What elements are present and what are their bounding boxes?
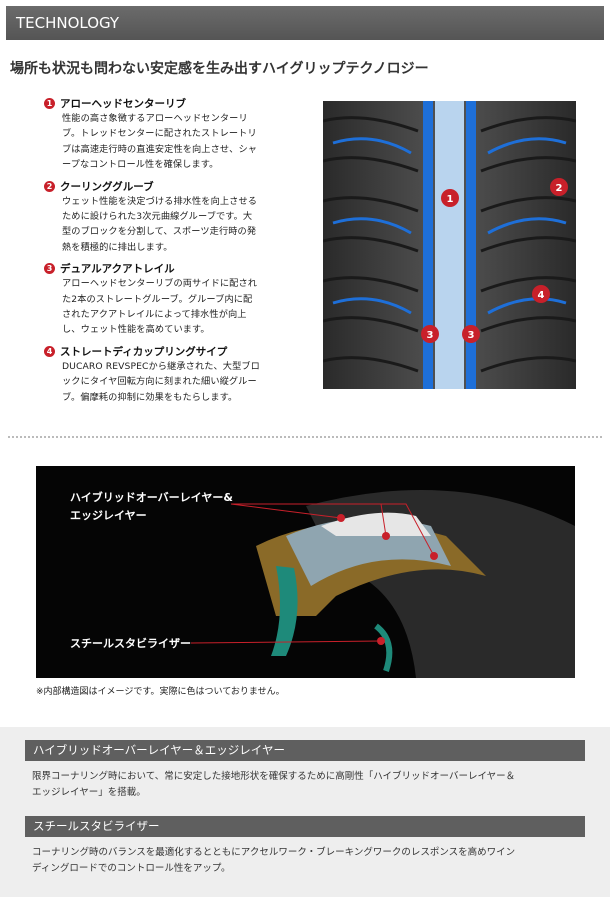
desc-line: ウェット性能を決定づける排水性を向上させる <box>62 195 258 207</box>
feature-title-text: アローヘッドセンターリブ <box>60 98 186 110</box>
feature-description: アローヘッドセンターリブの両サイドに配され た2本のストレートグルーブ。グルーブ… <box>46 276 306 338</box>
feature-title-text: デュアルアクアトレイル <box>60 263 175 276</box>
desc-line: 型のブロックを分割して、スポーツ走行時の発 <box>62 226 257 238</box>
feature-description: 性能の高さ象徴するアローヘッドセンターリ ブ。トレッドセンターに配されたストレー… <box>46 111 306 173</box>
desc-line: ブ。偏摩耗の抑制に効果をもたらします。 <box>62 391 238 403</box>
steel-stabilizer <box>271 566 298 656</box>
label-edge-layer: エッジレイヤー <box>70 509 147 522</box>
desc-line: されたアクアトレイルによって排水性が向上 <box>62 309 247 321</box>
tire-cross-section-image: ハイブリッドオーバーレイヤー& エッジレイヤー スチールスタビライザー <box>36 466 575 678</box>
center-rib <box>435 101 464 389</box>
desc-line: ブ。トレッドセンターに配されたストレートリ <box>62 128 257 140</box>
callout-line <box>380 503 387 537</box>
desc-line: 熱を積極的に排出します。 <box>62 241 173 253</box>
overlay-layer <box>321 512 431 536</box>
bead-area <box>374 623 393 672</box>
desc-line: ックにタイヤ回転方向に刻まれた細い縦グルー <box>62 376 257 388</box>
desc-line: コーナリング時のバランスを最適化するとともにアクセルワーク・ブレーキングワークの… <box>32 847 516 858</box>
tread-blocks <box>323 116 576 373</box>
feature-description: ウェット性能を決定づける排水性を向上させる ために設けられた3次元曲線グルーブで… <box>46 194 306 256</box>
desc-line: ために設けられた3次元曲線グルーブです。大 <box>62 211 253 223</box>
desc-line: ディングロードでのコントロール性をアップ。 <box>32 863 231 874</box>
callout-line <box>190 640 382 644</box>
feature-title: 3 デュアルアクアトレイル <box>44 261 306 276</box>
page-headline: 場所も状況も問わない安定感を生み出すハイグリップテクノロジー <box>10 61 429 77</box>
section-description: 限界コーナリング時において、常に安定した接地形状を確保するために高剛性「ハイブリ… <box>32 769 592 801</box>
section-header-steel-stabilizer: スチールスタビライザー <box>25 816 585 837</box>
number-badge: 3 <box>44 263 55 275</box>
feature-title-text: ストレートディカップリングサイプ <box>60 345 228 358</box>
marker-label: 3 <box>468 330 475 341</box>
straight-groove-right <box>466 101 476 389</box>
number-badge: 2 <box>44 180 55 192</box>
section-description: コーナリング時のバランスを最適化するとともにアクセルワーク・ブレーキングワークの… <box>32 845 592 877</box>
tread-markers: 1 2 4 3 3 <box>421 178 568 343</box>
callout-line <box>231 503 435 557</box>
desc-line: ブは高速走行時の直進安定性を向上させ、シャ <box>62 143 258 155</box>
marker-label: 1 <box>447 194 454 205</box>
desc-line: し、ウェット性能を高めています。 <box>62 324 210 336</box>
marker-label: 3 <box>427 330 434 341</box>
desc-line: 性能の高さ象徴するアローヘッドセンターリ <box>62 113 248 124</box>
number-badge: 1 <box>44 98 55 109</box>
desc-line: 限界コーナリング時において、常に安定した接地形状を確保するために高剛性「ハイブリ… <box>32 771 516 782</box>
feature-item: 4 ストレートディカップリングサイプ DUCARO REVSPECから継承された、… <box>44 344 306 405</box>
desc-line: た2本のストレートグルーブ。グルーブ内に配 <box>62 293 253 305</box>
tread-pattern-image: 1 2 4 3 3 <box>323 101 576 389</box>
desc-line: エッジレイヤー」を搭載。 <box>32 787 146 798</box>
feature-title: 1 アローヘッドセンターリブ <box>44 96 306 111</box>
section-header-technology: TECHNOLOGY <box>6 6 604 40</box>
image-note: ※内部構造図はイメージです。実際に色はついておりません。 <box>36 687 285 697</box>
marker-label: 4 <box>538 290 545 301</box>
feature-title: 2 クーリンググルーブ <box>44 179 306 194</box>
desc-line: DUCARO REVSPECから継承された、大型ブロ <box>62 360 260 372</box>
divider <box>8 436 602 438</box>
feature-description: DUCARO REVSPECから継承された、大型ブロ ックにタイヤ回転方向に刻ま… <box>46 359 306 405</box>
feature-title: 4 ストレートディカップリングサイプ <box>44 344 306 359</box>
number-badge: 4 <box>44 345 55 357</box>
label-steel-stabilizer: スチールスタビライザー <box>70 636 191 650</box>
feature-item: 3 デュアルアクアトレイル アローヘッドセンターリブの両サイドに配され た2本のス… <box>44 261 306 338</box>
desc-line: ープなコントロール性を確保します。 <box>62 159 219 171</box>
section-header-hybrid-overlayer: ハイブリッドオーバーレイヤー＆エッジレイヤー <box>25 740 585 761</box>
straight-groove-left <box>423 101 433 389</box>
feature-list: 1 アローヘッドセンターリブ 性能の高さ象徴するアローヘッドセンターリ ブ。トレッ… <box>44 96 306 411</box>
feature-item: 2 クーリンググルーブ ウェット性能を決定づける排水性を向上させる ために設けられ… <box>44 179 306 256</box>
cooling-grooves <box>332 137 567 315</box>
marker-label: 2 <box>556 183 563 194</box>
desc-line: アローヘッドセンターリブの両サイドに配され <box>62 278 258 290</box>
label-hybrid-overlayer: ハイブリッドオーバーレイヤー& <box>70 490 233 504</box>
callout-line <box>230 503 342 519</box>
feature-title-text: クーリンググルーブ <box>60 180 154 193</box>
feature-item: 1 アローヘッドセンターリブ 性能の高さ象徴するアローヘッドセンターリ ブ。トレッ… <box>44 96 306 173</box>
